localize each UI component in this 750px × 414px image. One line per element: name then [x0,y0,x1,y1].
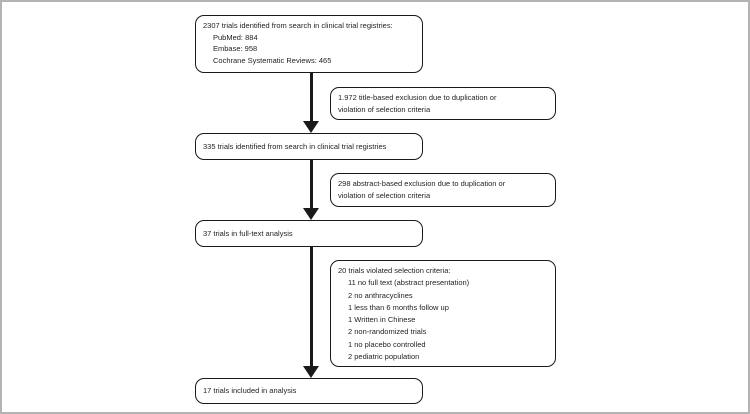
violation-item: 1 Written in Chinese [348,315,416,325]
arrow-down-icon [303,208,319,220]
registry-count-pubmed: PubMed: 884 [213,32,258,42]
box-fulltext-analysis: 37 trials in full-text analysis [195,220,423,247]
box-text: 335 trials identified from search in cli… [203,141,387,151]
arrow-down-icon [303,366,319,378]
box-text: 17 trials included in analysis [203,386,297,396]
box-violated-criteria: 20 trials violated selection criteria: 1… [330,260,556,367]
violation-item: 2 pediatric population [348,352,420,362]
box-title: 20 trials violated selection criteria: [338,266,451,275]
exclusion-line: 298 abstract-based exclusion due to dupl… [338,179,506,188]
box-abstract-exclusion: 298 abstract-based exclusion due to dupl… [330,173,556,207]
violation-item: 11 no full text (abstract presentation) [348,278,470,288]
box-trials-identified: 2307 trials identified from search in cl… [195,15,423,73]
registry-count-embase: Embase: 958 [213,44,258,54]
violation-item: 2 non-randomized trials [348,327,427,337]
registry-count-cochrane: Cochrane Systematic Reviews: 465 [213,55,332,65]
box-title-exclusion: 1.972 title-based exclusion due to dupli… [330,87,556,120]
arrow-screened-to-fulltext [310,160,313,208]
box-trials-screened: 335 trials identified from search in cli… [195,133,423,160]
box-text: 37 trials in full-text analysis [203,228,293,238]
box-trials-included: 17 trials included in analysis [195,378,423,404]
box-title: 2307 trials identified from search in cl… [203,21,393,30]
exclusion-line: violation of selection criteria [338,104,431,114]
violation-item: 2 no anthracyclines [348,290,413,300]
arrow-fulltext-to-included [310,247,313,366]
arrow-down-icon [303,121,319,133]
violation-item: 1 no placebo controlled [348,339,426,349]
arrow-identified-to-screened [310,73,313,121]
exclusion-line: 1.972 title-based exclusion due to dupli… [338,93,497,102]
violation-item: 1 less than 6 months follow up [348,302,449,312]
exclusion-line: violation of selection criteria [338,190,431,200]
